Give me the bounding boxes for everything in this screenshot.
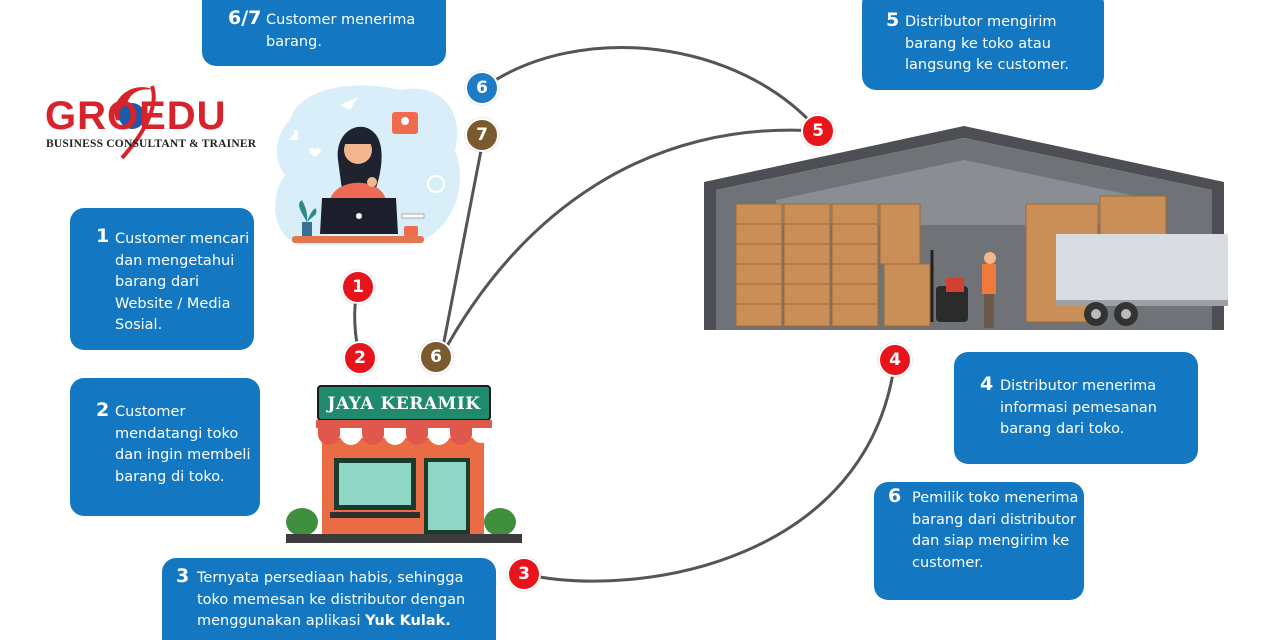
connector-3-4	[523, 359, 897, 583]
badge-step-5: 5	[801, 114, 835, 148]
badge-step-4: 4	[878, 343, 912, 377]
badge-step-1: 1	[341, 270, 375, 304]
globe-icon	[427, 175, 445, 193]
badge-step-7: 7	[465, 118, 499, 152]
app-name: Yuk Kulak.	[365, 613, 451, 629]
brand-logo: GROEDU BUSINESS CONSULTANT & TRAINER	[42, 80, 256, 160]
paper-plane-icon	[340, 97, 358, 110]
store-sign-text: JAYA KERAMIK	[325, 394, 481, 414]
step-number: 1	[96, 225, 110, 247]
step-box-6-7: 6/7 Customer menerima barang.	[202, 0, 446, 66]
step-text: Customer mencari dan mengetahui barang d…	[115, 231, 250, 333]
warehouse-illustration	[704, 126, 1228, 330]
like-icon	[288, 130, 298, 140]
step-text: Ternyata persediaan habis, sehingga toko…	[197, 568, 492, 633]
step-number: 4	[980, 373, 994, 395]
connector-6-5	[482, 45, 820, 131]
step-text: Customer mendatangi toko dan ingin membe…	[115, 404, 251, 485]
step-box-2: 2 Customer mendatangi toko dan ingin mem…	[70, 378, 260, 516]
step-text: Distributor mengirim barang ke toko atau…	[905, 14, 1070, 73]
badge-step-3: 3	[507, 557, 541, 591]
connector-6-7	[439, 134, 486, 358]
step-number: 6/7	[228, 7, 262, 29]
logo-brand-text: GROEDU	[45, 94, 227, 138]
step-text: Customer menerima barang.	[266, 12, 416, 50]
badge-step-6-store: 6	[419, 340, 453, 374]
step-number: 3	[176, 565, 190, 587]
badge-step-2: 2	[343, 341, 377, 375]
connector-6-5b	[439, 128, 819, 358]
step-text: Distributor menerima informasi pemesanan…	[1000, 378, 1157, 437]
customer-illustration	[275, 85, 460, 245]
heart-icon	[309, 147, 321, 157]
step-number: 6	[888, 485, 902, 507]
logo-tagline: BUSINESS CONSULTANT & TRAINER	[46, 138, 257, 150]
step-box-3: 3 Ternyata persediaan habis, sehingga to…	[162, 558, 496, 640]
step-box-1: 1 Customer mencari dan mengetahui barang…	[70, 208, 254, 350]
connector-lines	[353, 45, 897, 583]
step-number: 5	[886, 9, 900, 31]
step-box-5: 5 Distributor mengirim barang ke toko at…	[862, 0, 1104, 90]
step-box-4: 4 Distributor menerima informasi pemesan…	[954, 352, 1198, 464]
store-illustration: JAYA KERAMIK	[286, 385, 522, 543]
step-number: 2	[96, 399, 110, 421]
step-text: Pemilik toko menerima barang dari distri…	[912, 490, 1079, 571]
step-box-6: 6 Pemilik toko menerima barang dari dist…	[874, 482, 1084, 600]
step-text-main: Ternyata persediaan habis, sehingga toko…	[197, 570, 466, 629]
badge-step-6-top: 6	[465, 71, 499, 105]
logo-swoosh-icon	[114, 85, 156, 160]
